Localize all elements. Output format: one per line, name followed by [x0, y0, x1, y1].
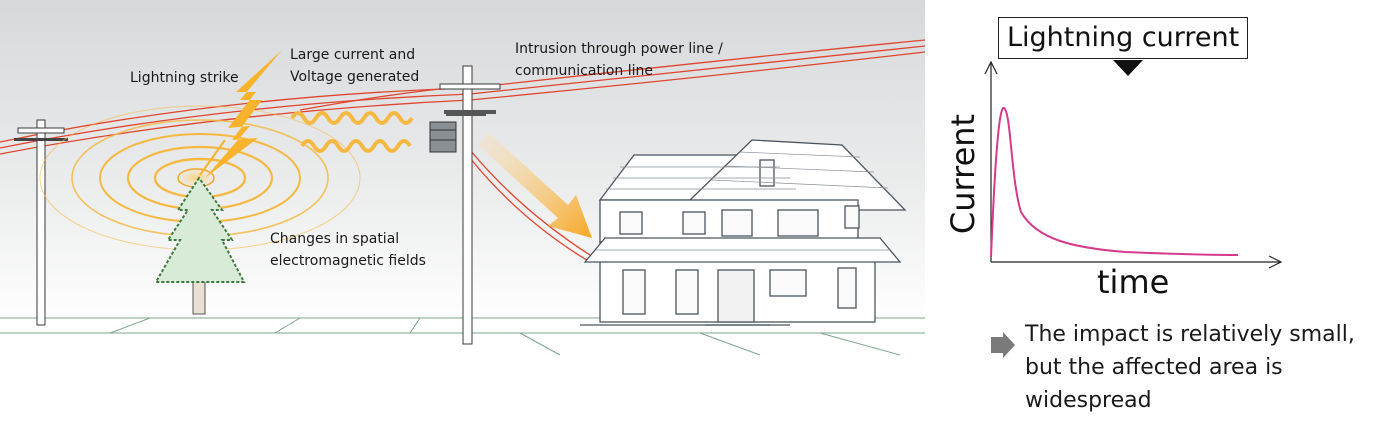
conclusion-line1: The impact is relatively small, [1025, 322, 1355, 347]
lightning-current-graph: Lightning current Current time The impac… [925, 0, 1400, 430]
lightning-strike-label: Lightning strike [130, 70, 239, 86]
graph-axes [984, 60, 1283, 269]
graph-title-pointer-icon [1113, 60, 1143, 76]
utility-pole-center [429, 65, 501, 345]
tree-icon [154, 176, 246, 315]
house-icon [580, 139, 907, 326]
conclusion-line2: but the affected area is [1025, 355, 1283, 380]
graph-y-axis-label: Current [944, 113, 982, 235]
conclusion-text: The impact is relatively small, but the … [1025, 318, 1355, 417]
graph-x-axis-label: time [1097, 263, 1170, 301]
large-current-label-line2: Voltage generated [290, 69, 420, 85]
intrusion-arrow [478, 132, 592, 238]
intrusion-label-line1: Intrusion through power line / [515, 41, 723, 57]
lightning-current-curve [990, 106, 1239, 258]
surge-waves [290, 111, 414, 153]
lightning-trail [199, 139, 226, 176]
conclusion-line3: widespread [1025, 388, 1152, 413]
lightning-scene-illustration: Lightning strike Large current and Volta… [0, 0, 926, 430]
utility-pole-left [14, 119, 68, 326]
graph-title: Lightning current [998, 17, 1249, 59]
large-current-label-line1: Large current and [290, 47, 416, 63]
transformer-icon [429, 121, 457, 153]
right-arrow-icon [991, 332, 1015, 358]
lightning-bolt-icon [205, 50, 282, 178]
changes-label-line2: electromagnetic fields [270, 253, 426, 269]
intrusion-label-line2: communication line [515, 63, 653, 79]
changes-label-line1: Changes in spatial [270, 231, 400, 247]
